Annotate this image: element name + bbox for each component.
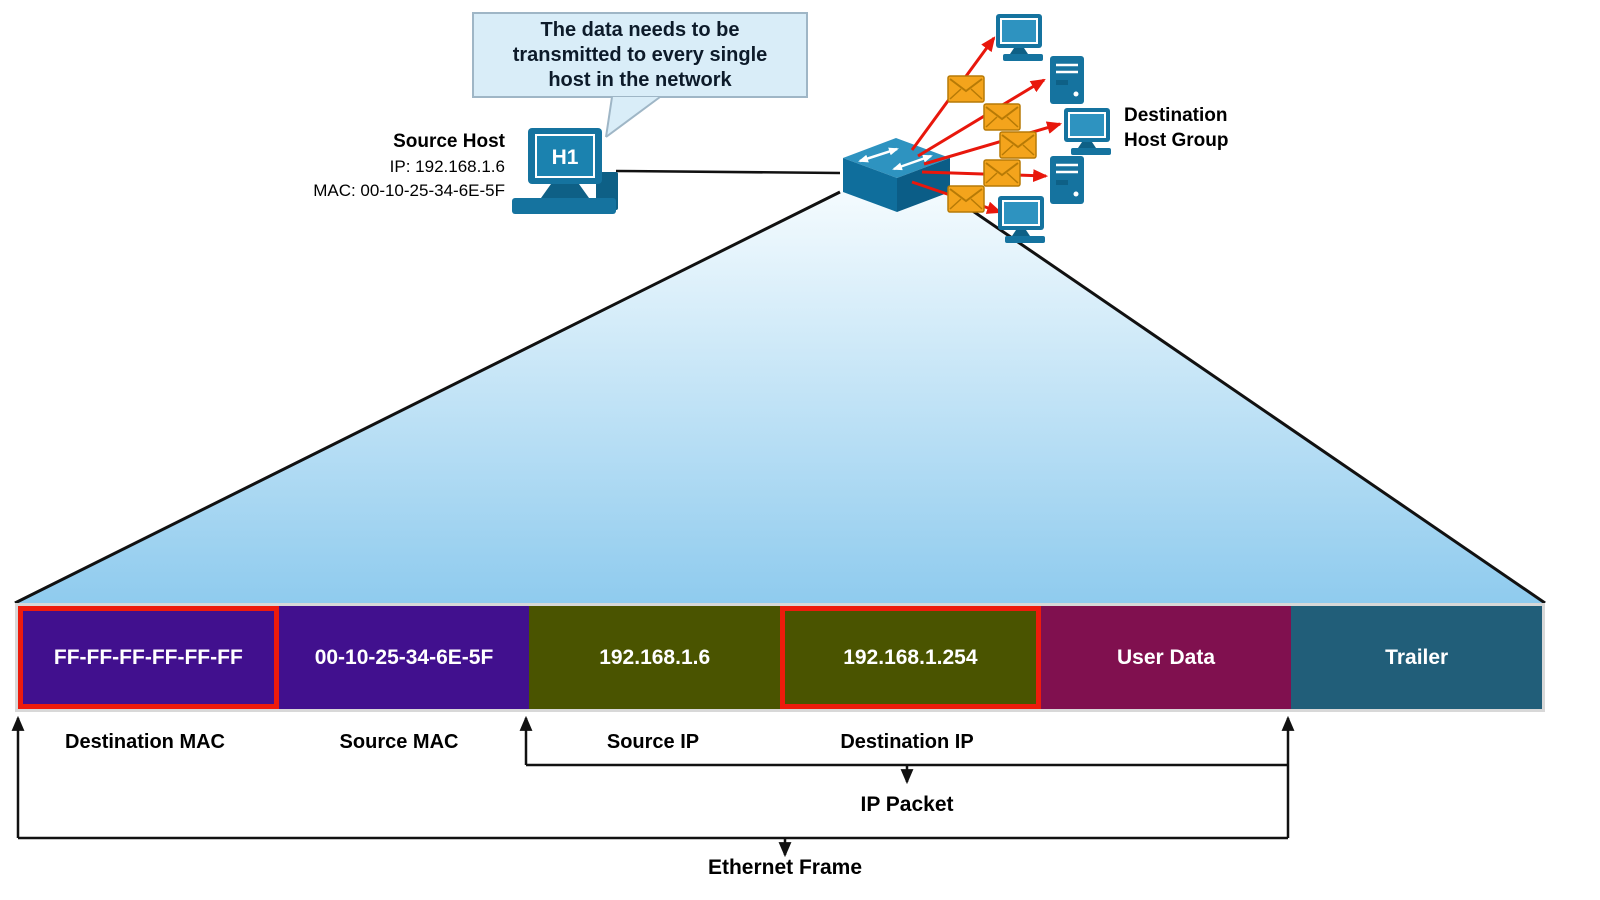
field-label-destination-ip: Destination IP [840, 731, 974, 753]
destination-group-line1: Destination [1124, 105, 1228, 126]
speech-bubble-tail [605, 96, 661, 138]
ip-packet-label: IP Packet [860, 793, 954, 816]
envelope-icon [983, 159, 1021, 187]
envelope-icon [983, 103, 1021, 131]
field-label-source-mac: Source MAC [339, 731, 459, 753]
destination-group-line2: Host Group [1124, 129, 1229, 151]
speech-bubble: The data needs to be transmitted to ever… [472, 12, 808, 98]
h1-label: H1 [552, 146, 579, 169]
source-host-pc-icon: H1 [512, 128, 618, 214]
ethernet-frame-bracket [11, 715, 1288, 858]
destination-ip-value: 192.168.1.254 [843, 645, 978, 669]
destination-server-icon [1048, 154, 1086, 206]
destination-pc-icon [1063, 107, 1112, 156]
envelope-icon [999, 131, 1037, 159]
frame-segment-source-ip: 192.168.1.6 [529, 606, 781, 709]
ethernet-frame-bar: FF-FF-FF-FF-FF-FF 00-10-25-34-6E-5F 192.… [15, 603, 1545, 712]
field-label-destination-mac: Destination MAC [65, 731, 225, 753]
frame-segment-user-data: User Data [1040, 606, 1292, 709]
broadcast-arrow [917, 78, 1046, 158]
source-host-mac: MAC: 00-10-25-34-6E-5F [313, 181, 505, 200]
destination-pc-icon [995, 13, 1044, 62]
host-switch-link [615, 169, 841, 175]
source-ip-value: 192.168.1.6 [599, 645, 711, 669]
envelope-icon [947, 185, 985, 213]
source-host-title: Source Host [393, 131, 505, 152]
broadcast-funnel [14, 190, 1546, 605]
field-label-source-ip: Source IP [606, 731, 700, 753]
destination-group-label: Destination Host Group [1124, 104, 1229, 153]
broadcast-arrow [923, 121, 1063, 166]
frame-segment-destination-ip: 192.168.1.254 [780, 606, 1041, 709]
source-mac-value: 00-10-25-34-6E-5F [314, 645, 494, 669]
destination-mac-value: FF-FF-FF-FF-FF-FF [53, 645, 243, 669]
source-host-labels: Source Host IP: 192.168.1.6 MAC: 00-10-2… [285, 131, 505, 201]
ip-packet-bracket [519, 715, 1295, 838]
envelope-icon [947, 75, 985, 103]
frame-segment-destination-mac: FF-FF-FF-FF-FF-FF [18, 606, 279, 709]
user-data-value: User Data [1116, 645, 1216, 669]
speech-bubble-text: The data needs to be transmitted to ever… [512, 18, 768, 91]
frame-segment-source-mac: 00-10-25-34-6E-5F [278, 606, 530, 709]
frame-segment-trailer: Trailer [1291, 606, 1543, 709]
ethernet-frame-label: Ethernet Frame [707, 856, 863, 879]
destination-server-icon [1048, 54, 1086, 106]
source-host-ip: IP: 192.168.1.6 [389, 157, 505, 176]
trailer-value: Trailer [1385, 645, 1449, 669]
